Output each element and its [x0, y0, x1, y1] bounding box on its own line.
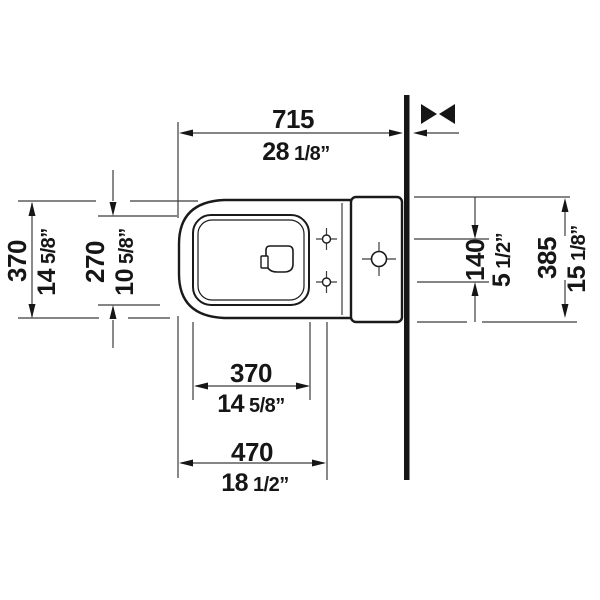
dim-top-715 [177, 122, 459, 478]
dim-label-left-outer-imperial: 145/8” [33, 228, 61, 296]
dim-label-right-outer-metric: 385 [532, 237, 562, 279]
wall-break-icon [421, 104, 455, 124]
dim-label-right-inner-imperial: 51/2” [488, 232, 516, 288]
dim-label-top-metric: 715 [272, 104, 314, 134]
dim-label-left-outer-metric: 370 [2, 240, 32, 282]
dim-label-right-outer-imperial: 151/8” [563, 225, 591, 293]
dim-label-left-inner-imperial: 105/8” [111, 228, 139, 296]
wall-line [404, 95, 410, 480]
flush-valve [260, 245, 294, 273]
dim-label-bottom-inner-metric: 370 [230, 358, 272, 388]
mounting-hole-bottom-icon [316, 271, 337, 293]
mounting-hole-top-icon [316, 228, 337, 250]
dim-bottom-370 [192, 322, 311, 400]
seat-rim [192, 214, 310, 306]
dim-right-385 [414, 196, 577, 323]
dim-label-right-inner-metric: 140 [460, 239, 490, 281]
tank-fixing-crosshair-icon [362, 242, 396, 276]
dim-bottom-470 [179, 322, 328, 480]
dim-left-370 [18, 200, 198, 319]
dim-left-270 [98, 170, 177, 348]
dim-right-140 [414, 197, 489, 322]
dim-label-bottom-outer-metric: 470 [231, 437, 273, 467]
dim-label-left-inner-metric: 270 [80, 241, 110, 283]
